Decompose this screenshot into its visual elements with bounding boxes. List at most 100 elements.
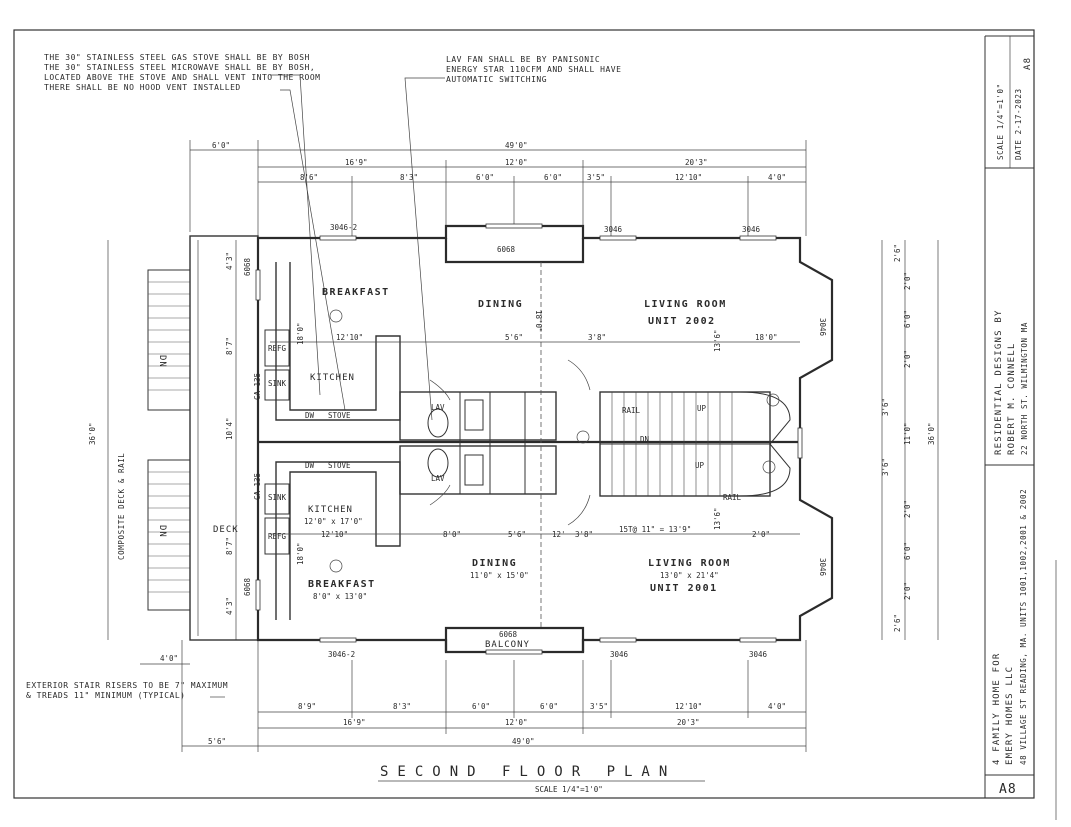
svg-text:SCALE 1/4"=1'0": SCALE 1/4"=1'0" [535,785,603,794]
svg-text:2'6": 2'6" [893,244,902,262]
svg-text:8'7": 8'7" [225,537,234,555]
svg-text:3'6": 3'6" [881,398,890,416]
svg-text:6068: 6068 [243,257,252,276]
svg-text:36'0": 36'0" [927,422,936,445]
svg-text:2'0": 2'0" [903,272,912,290]
svg-text:13'0" x 21'4": 13'0" x 21'4" [660,571,719,580]
svg-text:DN: DN [157,355,167,368]
svg-text:DATE 2-17-2023: DATE 2-17-2023 [1014,88,1023,160]
svg-text:LAV: LAV [431,403,445,412]
svg-text:12'10": 12'10" [675,702,702,711]
svg-text:& TREADS 11" MINIMUM (TYPICAL): & TREADS 11" MINIMUM (TYPICAL) [26,691,186,700]
svg-text:3046: 3046 [742,225,761,234]
svg-text:BALCONY: BALCONY [485,640,530,650]
svg-text:3046: 3046 [610,650,629,659]
svg-text:15T@ 11" = 13'9": 15T@ 11" = 13'9" [619,525,691,534]
svg-text:SINK: SINK [268,379,287,388]
svg-text:DN: DN [157,525,167,538]
svg-text:BREAKFAST: BREAKFAST [308,579,376,590]
svg-text:16'9": 16'9" [345,158,368,167]
svg-text:EXTERIOR STAIR RISERS TO BE 7": EXTERIOR STAIR RISERS TO BE 7" MAXIMUM [26,681,228,690]
svg-text:6'0": 6'0" [472,702,490,711]
svg-text:6'0": 6'0" [903,310,912,328]
svg-text:UNIT 2001: UNIT 2001 [650,583,718,594]
svg-text:SECOND FLOOR PLAN: SECOND FLOOR PLAN [380,764,676,780]
interior-dimensions: 12'10" 18'0" 5'6" 3'8" 18'0" 8'0" 5'6" 1… [270,310,800,565]
svg-text:UP: UP [695,461,705,470]
svg-text:THE 30" STAINLESS STEEL GAS ST: THE 30" STAINLESS STEEL GAS STOVE SHALL … [44,53,310,62]
svg-text:13'6": 13'6" [713,329,722,352]
svg-text:DINING: DINING [472,558,517,569]
svg-text:2'0": 2'0" [752,530,770,539]
svg-text:LIVING ROOM: LIVING ROOM [644,299,727,310]
svg-text:DN: DN [640,435,649,444]
svg-text:SCALE 1/4"=1'0": SCALE 1/4"=1'0" [996,83,1005,160]
svg-text:LAV FAN SHALL BE BY PANISONIC: LAV FAN SHALL BE BY PANISONIC [446,55,600,64]
svg-text:THERE SHALL BE NO HOOD VENT IN: THERE SHALL BE NO HOOD VENT INSTALLED [44,83,241,92]
svg-text:2'0": 2'0" [903,582,912,600]
svg-text:2'0": 2'0" [903,350,912,368]
svg-text:20'3": 20'3" [677,718,700,727]
exterior-stairs: DN DN [147,269,191,611]
svg-text:5'6": 5'6" [505,333,523,342]
svg-text:6068: 6068 [497,245,516,254]
svg-text:10'4": 10'4" [225,417,234,440]
top-dimensions: 49'0" 6'0" 16'9" 12'0" 20'3" 8'6" 8'3" 6… [189,140,807,236]
svg-text:20'3": 20'3" [685,158,708,167]
svg-text:18'0": 18'0" [296,322,305,345]
svg-text:8'7": 8'7" [225,337,234,355]
svg-text:4'0": 4'0" [160,654,178,663]
svg-text:4'0": 4'0" [768,173,786,182]
room-labels: BREAKFAST DINING LIVING ROOM UNIT 2002 K… [304,287,729,650]
svg-text:18'0": 18'0" [755,333,778,342]
svg-text:CA 135: CA 135 [253,473,262,500]
svg-text:3'6": 3'6" [881,458,890,476]
svg-text:EMERY HOMES LLC: EMERY HOMES LLC [1005,666,1015,765]
svg-text:3'8": 3'8" [588,333,606,342]
svg-text:DW: DW [305,411,315,420]
plan-title: SECOND FLOOR PLAN SCALE 1/4"=1'0" [378,764,705,794]
svg-text:DINING: DINING [478,299,523,310]
svg-text:4 FAMILY HOME FOR: 4 FAMILY HOME FOR [992,652,1002,765]
deck: DECK COMPOSITE DECK & RAIL [117,235,259,641]
svg-text:3'8": 3'8" [575,530,593,539]
svg-text:3046: 3046 [749,650,768,659]
sheet-number: A8 [999,782,1017,797]
svg-text:ENERGY STAR 110CFM AND SHALL H: ENERGY STAR 110CFM AND SHALL HAVE [446,65,621,74]
svg-text:4'3": 4'3" [225,597,234,615]
svg-text:11'0": 11'0" [903,422,912,445]
svg-text:12'0": 12'0" [505,158,528,167]
windows: 3046-2 6068 3046 3046 3046-2 6068 3046 3… [243,223,827,659]
svg-text:2'0": 2'0" [903,500,912,518]
svg-text:8'6": 8'6" [300,173,318,182]
svg-text:6068: 6068 [243,577,252,596]
svg-text:THE 30" STAINLESS STEEL MICROW: THE 30" STAINLESS STEEL MICROWAVE SHALL … [44,63,315,72]
svg-text:11'0" x 15'0": 11'0" x 15'0" [470,571,529,580]
svg-text:ROBERT M. CONNELL: ROBERT M. CONNELL [1007,342,1017,455]
svg-text:8'0": 8'0" [443,530,461,539]
svg-text:22 NORTH ST. WILMINGTON MA: 22 NORTH ST. WILMINGTON MA [1020,322,1029,455]
svg-text:12'0": 12'0" [505,718,528,727]
svg-text:3046: 3046 [818,558,827,577]
svg-text:RESIDENTIAL DESIGNS BY: RESIDENTIAL DESIGNS BY [994,309,1004,455]
svg-text:49'0": 49'0" [505,141,528,150]
svg-text:12'10": 12'10" [336,333,363,342]
svg-text:CA 135: CA 135 [253,373,262,400]
svg-text:8'3": 8'3" [400,173,418,182]
svg-text:BREAKFAST: BREAKFAST [322,287,390,298]
svg-text:LAV: LAV [431,474,445,483]
svg-text:COMPOSITE DECK & RAIL: COMPOSITE DECK & RAIL [117,453,126,560]
svg-text:6'0": 6'0" [544,173,562,182]
svg-text:8'3": 8'3" [393,702,411,711]
svg-text:18'0": 18'0" [534,310,543,333]
svg-text:12': 12' [552,530,566,539]
title-block: SCALE 1/4"=1'0" DATE 2-17-2023 A8 RESIDE… [992,57,1033,797]
svg-text:3'5": 3'5" [587,173,605,182]
svg-text:A8: A8 [1023,57,1033,70]
svg-text:12'10": 12'10" [321,530,348,539]
svg-text:12'10": 12'10" [675,173,702,182]
svg-text:8'9": 8'9" [298,702,316,711]
side-dimensions: 36'0" 36'0" 4'3" 8'7" 10'4" 8'7" 4'3" 2'… [88,240,939,640]
svg-text:AUTOMATIC SWITCHING: AUTOMATIC SWITCHING [446,75,547,84]
